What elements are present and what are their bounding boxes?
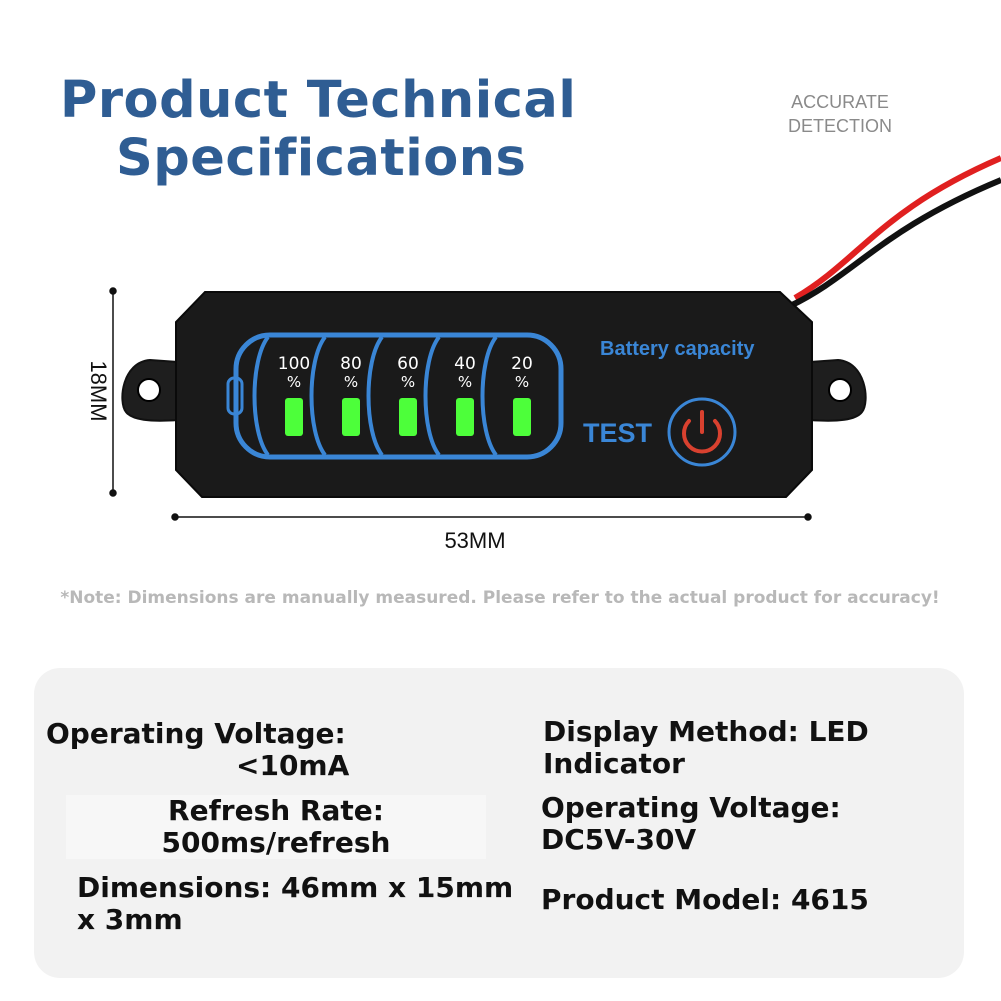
title-line-1: Product Technical (60, 71, 577, 130)
level-unit: % (343, 373, 359, 391)
spec-refresh-rate: Refresh Rate: 500ms/refresh (66, 795, 486, 859)
spec-label: Refresh Rate: (168, 794, 384, 827)
level-value: 40 (454, 354, 476, 374)
battery-terminal (226, 376, 244, 416)
spec-value: <10mA (236, 749, 350, 782)
power-icon (682, 410, 722, 454)
device-illustration (109, 155, 1001, 521)
led-40 (456, 398, 474, 436)
battery-outline (233, 332, 564, 460)
spec-product-model: Product Model: 4615 (541, 883, 869, 916)
level-unit: % (400, 373, 416, 391)
led-80 (342, 398, 360, 436)
spec-operating-voltage: Operating Voltage: DC5V-30V (541, 791, 841, 856)
spec-operating-current: Operating Voltage: <10mA (46, 718, 486, 782)
led-20 (513, 398, 531, 436)
level-value: 80 (340, 354, 362, 374)
test-label: TEST (583, 418, 653, 448)
level-value: 60 (397, 354, 419, 374)
level-80: 80 % (329, 355, 373, 391)
level-value: 20 (511, 354, 533, 374)
spec-dimensions: Dimensions: 46mm x 15mm x 3mm (77, 871, 514, 936)
led-indicators (285, 398, 531, 436)
title-line-2: Specifications (116, 129, 527, 188)
level-100: 100 % (272, 355, 316, 391)
battery-capacity-label: Battery capacity (600, 338, 755, 360)
height-dimension-line (109, 287, 117, 497)
width-dimension-label: 53MM (444, 528, 506, 553)
level-value: 100 (277, 354, 311, 374)
device-body (175, 291, 813, 498)
page-title: Product Technical Specifications (60, 72, 600, 188)
accurate-detection-badge: ACCURATE DETECTION (760, 90, 920, 138)
level-40: 40 % (443, 355, 487, 391)
wire-black (788, 177, 1001, 309)
badge-line-2: DETECTION (787, 116, 892, 136)
spec-display-method: Display Method: LED Indicator (543, 715, 869, 780)
measurement-note: *Note: Dimensions are manually measured.… (60, 588, 940, 608)
led-100 (285, 398, 303, 436)
level-unit: % (286, 373, 302, 391)
width-dimension-line (171, 513, 812, 521)
level-20: 20 % (500, 355, 544, 391)
wire-red (793, 155, 1001, 301)
badge-line-1: ACCURATE (791, 92, 889, 112)
spec-value: 500ms/refresh (161, 826, 391, 859)
led-60 (399, 398, 417, 436)
level-60: 60 % (386, 355, 430, 391)
battery-cells (252, 335, 498, 457)
height-dimension-label: 18MM (86, 360, 111, 422)
level-unit: % (514, 373, 530, 391)
spec-label: Operating Voltage: (46, 717, 346, 750)
level-unit: % (457, 373, 473, 391)
